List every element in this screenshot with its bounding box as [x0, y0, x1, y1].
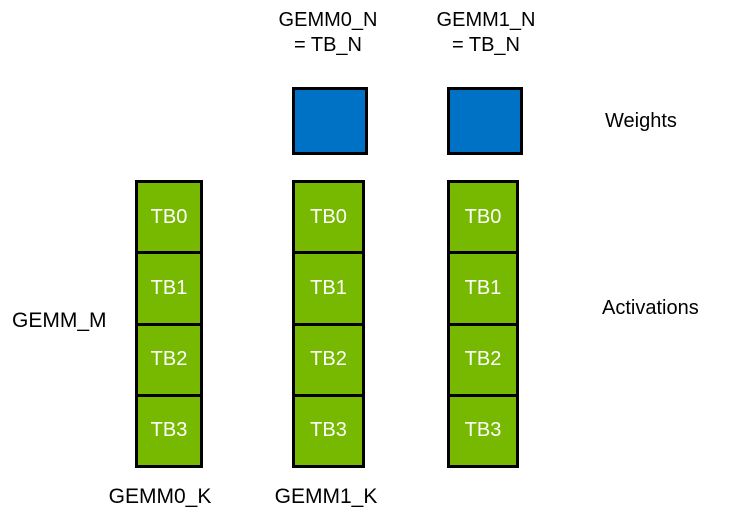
activations-label: Activations [602, 297, 699, 319]
gemm0-weight-tile [292, 87, 368, 155]
gemm1-k-label: GEMM1_K [274, 485, 378, 508]
tb-cell-label: TB0 [310, 205, 347, 228]
gemm-m-label: GEMM_M [12, 309, 107, 332]
tb-cell: TB3 [138, 393, 200, 465]
tb-cell-label: TB1 [310, 276, 347, 299]
tb-cell-label: TB3 [310, 419, 347, 442]
tb-cell-label: TB0 [150, 205, 188, 228]
gemm0-k-label: GEMM0_K [108, 485, 212, 508]
weights-label: Weights [605, 110, 677, 132]
tb-cell-label: TB1 [464, 276, 502, 299]
tb-cell: TB1 [450, 251, 516, 323]
gemm0-n-label-line2: = TB_N [294, 34, 362, 56]
tb-cell: TB0 [450, 183, 516, 252]
gemm1-n-label-line1: GEMM1_N [436, 9, 536, 31]
gemm1-n-label-line2: = TB_N [452, 34, 520, 56]
tb-cell: TB2 [450, 322, 516, 394]
gemm1-weight-tile [447, 87, 523, 155]
tb-cell: TB3 [450, 393, 516, 465]
tb-cell: TB1 [295, 251, 362, 323]
activation-column-1: TB0 TB1 TB2 TB3 [292, 180, 365, 468]
tb-cell-label: TB2 [150, 348, 188, 371]
tb-cell-label: TB1 [150, 276, 188, 299]
tb-cell-label: TB3 [150, 419, 188, 442]
tb-cell-label: TB0 [464, 205, 502, 228]
activation-column-2: TB0 TB1 TB2 TB3 [447, 180, 519, 468]
tb-cell-label: TB2 [310, 348, 347, 371]
gemm0-n-label-line1: GEMM0_N [278, 9, 378, 31]
tb-cell: TB0 [138, 183, 200, 252]
tb-cell: TB1 [138, 251, 200, 323]
activation-column-0: TB0 TB1 TB2 TB3 [135, 180, 203, 468]
tb-cell-label: TB3 [464, 419, 502, 442]
tb-cell: TB2 [295, 322, 362, 394]
gemm1-n-label: GEMM1_N = TB_N [416, 8, 556, 58]
tb-cell: TB2 [138, 322, 200, 394]
gemm0-n-label: GEMM0_N = TB_N [258, 8, 398, 58]
tb-cell: TB3 [295, 393, 362, 465]
tb-cell-label: TB2 [464, 348, 502, 371]
tb-cell: TB0 [295, 183, 362, 252]
